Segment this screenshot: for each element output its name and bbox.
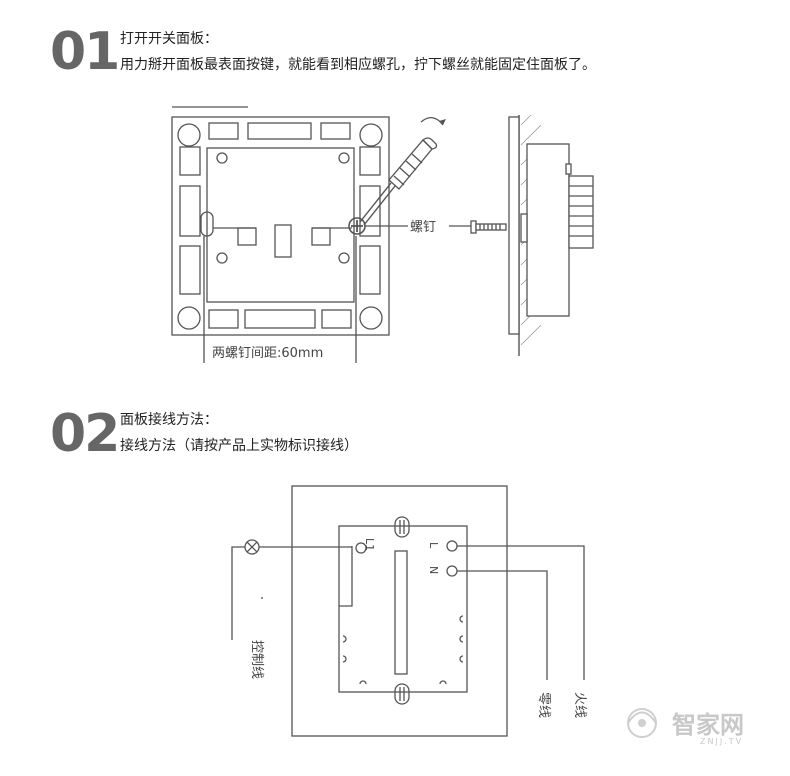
watermark-subtext: ZNJJ.TV [700,737,744,746]
side-view-panel [508,116,520,335]
side-screw-icon [470,220,507,234]
switch-mechanism [338,525,468,693]
side-view-mechanism [526,143,570,317]
step-2-number: 02 [50,404,120,464]
terminal-N-label: N [427,566,440,574]
terminal-L-label: L [427,542,440,549]
terminal-L1 [355,542,367,554]
neutral-wire-label: 零线 [536,692,551,718]
step-1-description: 用力掰开面板最表面按键，就能看到相应螺孔，拧下螺丝就能固定住面板了。 [120,57,596,73]
step-2-title: 面板接线方法： [120,412,218,428]
step-1-number: 01 [50,22,120,82]
live-wire-label: 火线 [572,692,587,718]
panel-inner-plate [206,147,355,303]
control-wire-label: 控制线 [249,640,264,679]
terminal-L1-label: L1 [363,538,376,551]
screwdriver-icon [359,137,438,226]
screw-spacing-label: 两螺钉间距:60mm [212,346,323,361]
watermark-text: 智家网 [672,711,744,739]
step-2-description: 接线方法（请按产品上实物标识接线） [120,438,358,454]
step-1-title: 打开开关面板： [120,31,218,47]
screw-label: 螺钉 [410,220,436,235]
